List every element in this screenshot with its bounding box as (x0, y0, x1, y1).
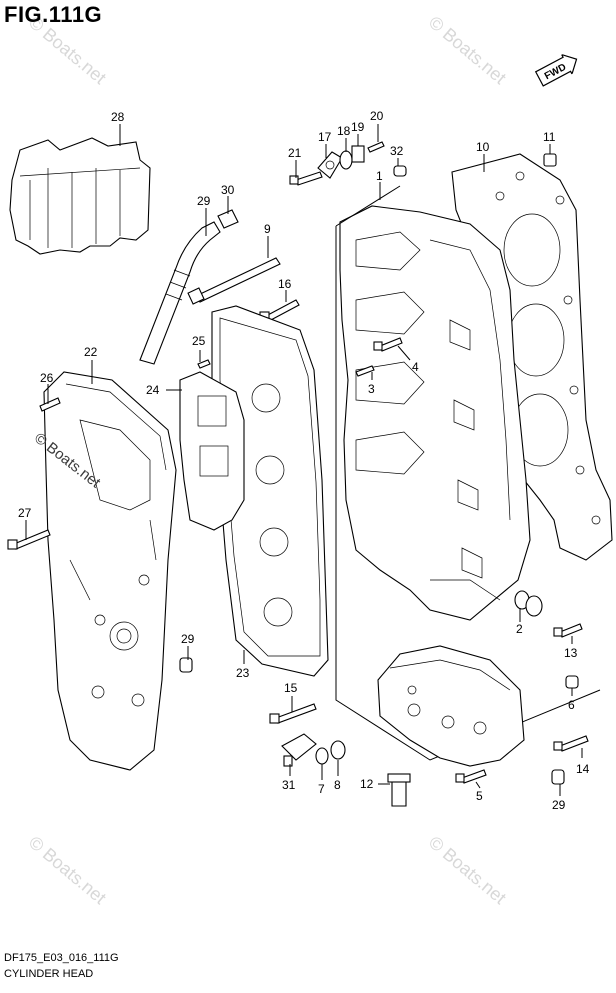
bolt-27-part (7, 529, 51, 550)
bolt-15-part (269, 703, 317, 724)
bolt-13-part (553, 623, 583, 638)
bolt-20-part (367, 141, 385, 153)
bolt-14-part (553, 735, 589, 752)
callout-9: 9 (264, 222, 271, 236)
bolt-4-part (373, 337, 403, 352)
callout-1: 1 (376, 169, 383, 183)
baffle-plate-part (179, 371, 245, 531)
plug-2-part (514, 590, 543, 617)
bolt-25-part (197, 359, 211, 369)
diagram-code: DF175_E03_016_111G (4, 952, 119, 964)
cap-29-lower-part (551, 769, 565, 785)
callout-19: 19 (351, 120, 365, 134)
callout-12: 12 (360, 777, 374, 791)
bolt-26-part (39, 397, 61, 412)
callout-29-lower: 29 (552, 798, 566, 812)
callout-16: 16 (278, 277, 292, 291)
lower-housing-part (377, 645, 525, 767)
head-cover-part (43, 371, 177, 771)
bolt-21-part (289, 171, 323, 186)
callout-10: 10 (476, 140, 490, 154)
bolt-5-part (455, 769, 487, 784)
callout-8: 8 (334, 778, 341, 792)
callout-4: 4 (412, 360, 419, 374)
figure-title: FIG.111G (4, 2, 103, 27)
plug-33-part (393, 165, 407, 177)
bolt-12-part (387, 773, 411, 807)
callout-32: 31 (282, 778, 296, 792)
callout-20: 20 (370, 109, 384, 123)
callout-23: 23 (236, 666, 250, 680)
callout-3: 3 (368, 382, 375, 396)
callout-28: 28 (111, 110, 125, 124)
callout-17: 17 (318, 130, 332, 144)
sensor-32-part (281, 733, 317, 767)
bolt-3-part (355, 365, 375, 377)
callout-11: 11 (543, 130, 556, 144)
breather-hose-part (139, 221, 221, 365)
callout-6: 6 (568, 698, 575, 712)
callout-24: 24 (146, 383, 160, 397)
o-ring-8-part (330, 740, 346, 760)
cap-29-upper-part (179, 657, 193, 673)
callout-15: 15 (284, 681, 298, 695)
bolt-9-part (187, 257, 281, 305)
callout-29-upper: 29 (181, 632, 195, 646)
callout-7: 7 (318, 782, 325, 796)
callout-30: 29 (197, 194, 211, 208)
callout-25: 25 (192, 334, 206, 348)
callout-26: 26 (40, 371, 54, 385)
cylinder-head-part (339, 205, 531, 621)
callout-14: 14 (576, 762, 590, 776)
callout-13: 13 (564, 646, 578, 660)
callout-5: 5 (476, 789, 483, 803)
callout-18: 18 (337, 124, 351, 138)
diagram-caption: CYLINDER HEAD (4, 968, 94, 980)
callout-27: 27 (18, 506, 32, 520)
callout-2: 2 (516, 622, 523, 636)
callout-31: 30 (221, 183, 235, 197)
callout-21: 21 (288, 146, 302, 160)
leader-lines (25, 124, 583, 796)
callout-33: 32 (390, 144, 404, 158)
hose-clamp-part (217, 209, 239, 229)
callout-22: 22 (84, 345, 98, 359)
upper-cover-part (9, 137, 151, 255)
forward-arrow-icon: FWD (534, 53, 578, 87)
